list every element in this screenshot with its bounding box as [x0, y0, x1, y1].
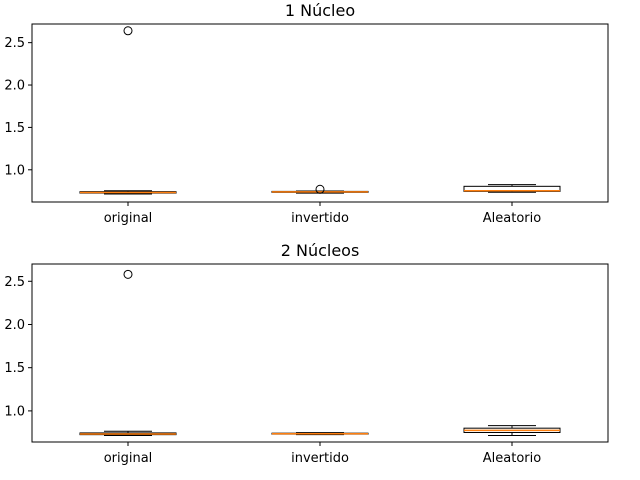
- y-tick-label: 1.0: [4, 163, 25, 178]
- box-Aleatorio: [463, 425, 561, 437]
- subplot-1: 1 Núcleo 1.0 1.5 2.0 2.5 original invertido A…: [4, 1, 609, 226]
- x-tick-label: original: [104, 451, 153, 466]
- y-tick-labels: 1.0 1.5 2.0 2.5: [4, 36, 32, 178]
- box-original: [79, 26, 177, 195]
- y-tick-label: 2.5: [4, 36, 25, 51]
- y-tick-label: 1.5: [4, 361, 25, 376]
- y-tick-label: 2.5: [4, 275, 25, 290]
- x-tick-label: invertido: [291, 211, 349, 226]
- box-original: [79, 269, 177, 437]
- plot-area: [31, 263, 609, 443]
- x-tick-label: Aleatorio: [483, 451, 541, 466]
- box-invertido: [271, 432, 369, 436]
- y-tick-label: 1.0: [4, 404, 25, 419]
- x-tick-labels: original invertido Aleatorio: [104, 202, 541, 226]
- box-plots: [79, 26, 561, 195]
- y-tick-label: 2.0: [4, 318, 25, 333]
- x-tick-label: invertido: [291, 451, 349, 466]
- plot-area: [31, 23, 609, 203]
- x-tick-label: Aleatorio: [483, 211, 541, 226]
- x-tick-labels: original invertido Aleatorio: [104, 442, 541, 466]
- y-tick-label: 2.0: [4, 79, 25, 94]
- chart-title: 2 Núcleos: [281, 241, 360, 260]
- outlier-point: [123, 26, 133, 36]
- subplot-2: 2 Núcleos 1.0 1.5 2.0 2.5 original invertido…: [4, 241, 609, 466]
- y-tick-labels: 1.0 1.5 2.0 2.5: [4, 275, 32, 419]
- outlier-point: [315, 184, 325, 194]
- x-tick-label: original: [104, 211, 153, 226]
- chart-title: 1 Núcleo: [285, 1, 355, 20]
- box-plots: [79, 269, 561, 437]
- y-tick-label: 1.5: [4, 121, 25, 136]
- outlier-point: [123, 269, 133, 279]
- box-invertido: [271, 184, 369, 194]
- box-Aleatorio: [463, 184, 561, 193]
